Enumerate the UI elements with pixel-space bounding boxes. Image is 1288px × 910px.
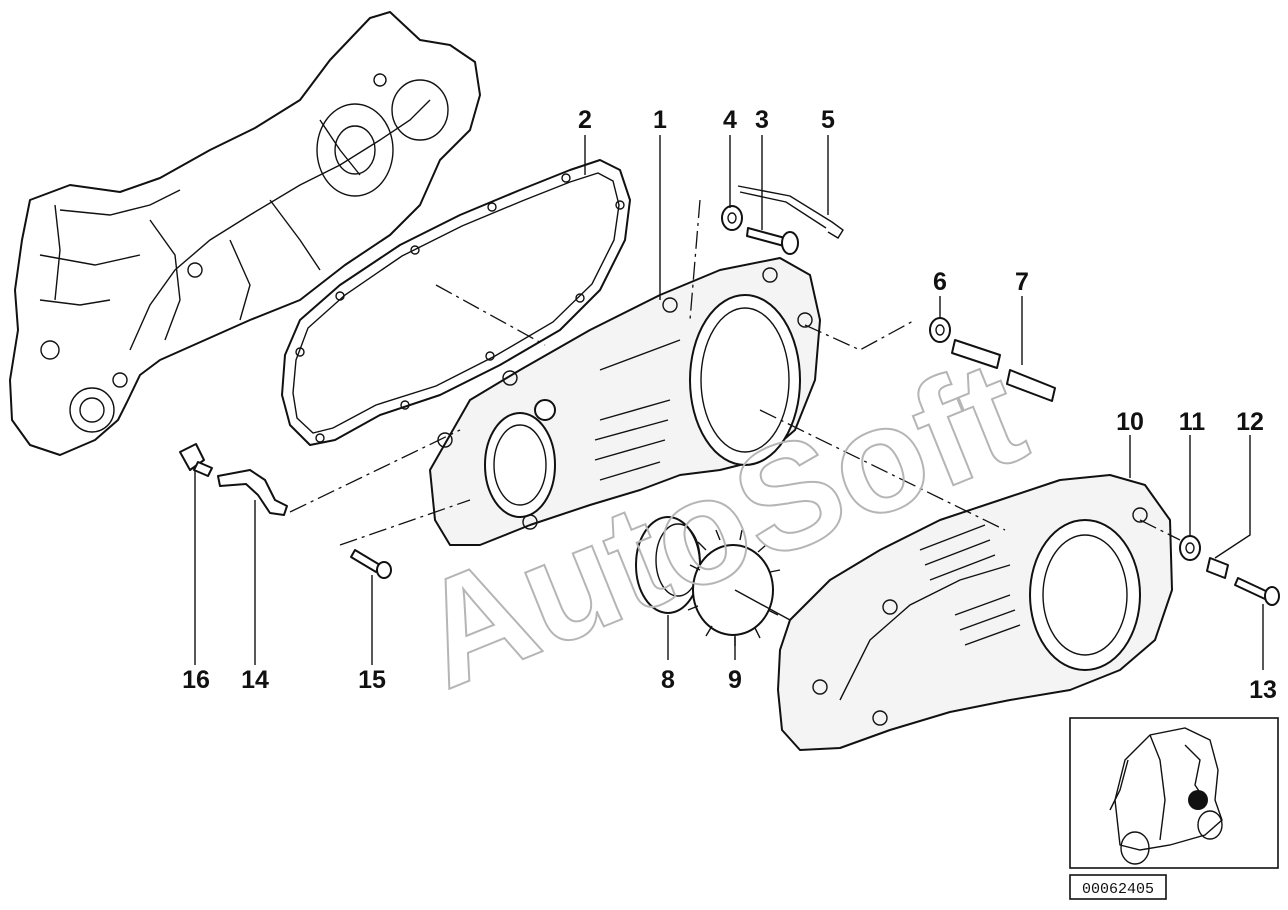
callout-15: 15 <box>358 666 386 694</box>
wire-clip-5 <box>737 185 844 239</box>
callout-12: 12 <box>1236 408 1264 436</box>
gasket <box>281 159 631 446</box>
callout-3: 3 <box>755 106 769 134</box>
callout-16: 16 <box>182 666 210 694</box>
bolt-3 <box>746 227 799 255</box>
sleeve-7a <box>951 339 1001 369</box>
sleeve-12 <box>1206 557 1229 579</box>
outer-transmission-cover <box>777 474 1173 751</box>
leader-lines <box>194 135 1264 670</box>
washer-4 <box>721 205 743 231</box>
screw-13 <box>1234 577 1280 606</box>
air-filter-9 <box>687 529 781 646</box>
rubber-buffer-11 <box>1179 535 1201 561</box>
vehicle-inset <box>1069 717 1279 869</box>
callout-11: 11 <box>1179 408 1206 436</box>
sleeve-7b <box>1006 369 1056 402</box>
callout-7: 7 <box>1015 268 1029 296</box>
callout-13: 13 <box>1249 676 1277 704</box>
crankcase <box>9 11 481 456</box>
callout-1: 1 <box>653 106 667 134</box>
rubber-buffer-6 <box>929 317 951 343</box>
assembly-lines <box>289 199 1181 546</box>
callout-9: 9 <box>728 666 742 694</box>
callout-5: 5 <box>821 106 835 134</box>
bracket-14 <box>217 469 288 516</box>
callout-6: 6 <box>933 268 947 296</box>
reference-number: 00062405 <box>1082 881 1154 898</box>
reference-box: 00062405 <box>1069 874 1167 900</box>
callout-4: 4 <box>723 106 737 134</box>
callout-8: 8 <box>661 666 675 694</box>
inner-transmission-cover <box>429 257 821 546</box>
callout-10: 10 <box>1116 408 1144 436</box>
callouts: 2 1 4 3 5 6 7 10 11 12 13 8 9 16 14 15 <box>182 106 1277 704</box>
callout-14: 14 <box>241 666 269 694</box>
sensor-16 <box>179 443 213 477</box>
screw-15 <box>350 549 392 579</box>
callout-2: 2 <box>578 106 592 134</box>
